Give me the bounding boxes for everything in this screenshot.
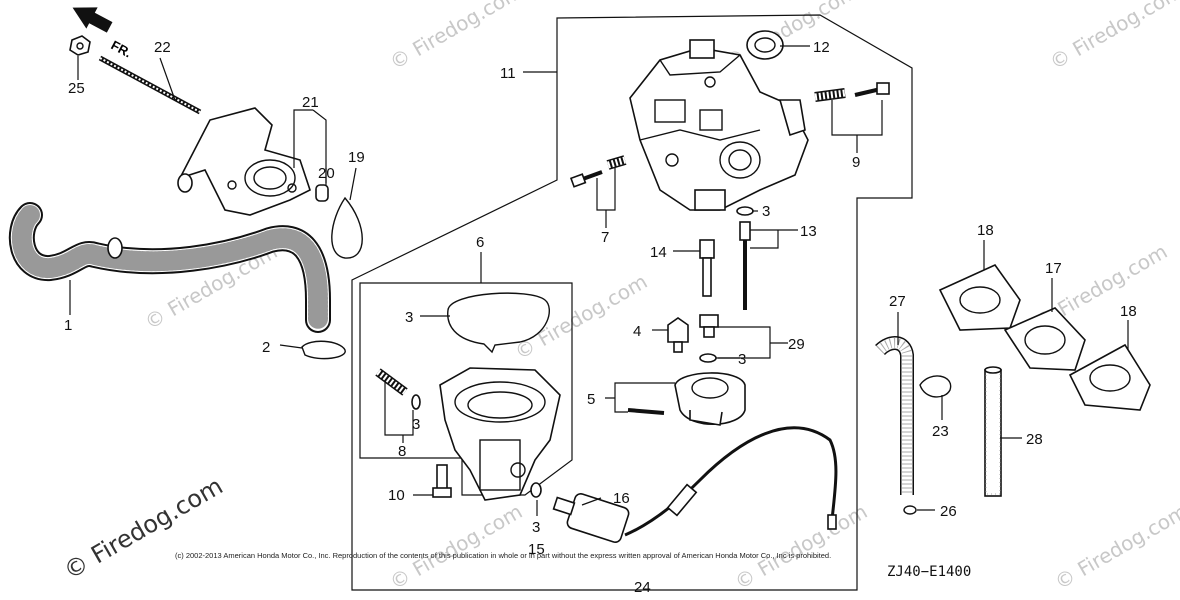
callout-13: 13 [800,223,817,240]
callout-17: 17 [1045,260,1062,277]
callout-3: 3 [738,351,746,368]
collar [315,184,329,202]
callout-19: 19 [348,149,365,166]
callout-12: 12 [813,39,830,56]
callout-3: 3 [405,309,413,326]
chamber-bolt [432,464,452,498]
watermark: © Firedog.com [386,0,527,74]
o-ring-gasket [331,196,363,259]
watermark: © Firedog.com [1046,0,1180,74]
callout-3: 3 [762,203,770,220]
washer [699,353,717,363]
callout-27: 27 [889,293,906,310]
intake-seal [746,30,784,60]
insulator-gasket [938,263,1021,331]
drain-screw [375,368,408,396]
callout-3: 3 [412,416,420,433]
main-nozzle [699,239,715,297]
callout-21: 21 [302,94,319,111]
callout-numbers: 1 2 3 3 3 3 3 4 5 6 7 8 9 10 11 12 13 14… [64,39,1137,596]
callout-10: 10 [388,487,405,504]
callout-18: 18 [977,222,994,239]
small-clip [903,505,917,515]
callout-5: 5 [587,391,595,408]
float-valve [667,317,689,353]
carburetor-assembly-outline [351,14,913,591]
copyright-notice: (c) 2002-2013 American Honda Motor Co., … [175,551,831,560]
callout-11: 11 [500,65,516,82]
callout-14: 14 [650,244,667,261]
callout-24: 24 [634,579,651,596]
watermark: © Firedog.com [1051,499,1180,594]
callout-8: 8 [398,443,406,460]
tube-clip [919,375,952,398]
callout-20: 20 [318,165,335,182]
callout-25: 25 [68,80,85,97]
callout-6: 6 [476,234,484,251]
washer [530,482,542,498]
callout-2: 2 [262,339,270,356]
callout-16: 16 [613,490,630,507]
callout-29: 29 [788,336,805,353]
jet-needle [739,221,751,310]
carburetor-insulator [1003,307,1086,371]
pilot-screw-set [569,155,627,188]
leader-lines [69,45,1129,516]
callout-9: 9 [852,154,860,171]
watermark: © Firedog.com [386,499,527,594]
diagram-code: ZJ40−E1400 [887,564,971,580]
float-assembly [627,372,746,426]
throttle-stop-screw-set [814,82,890,102]
hose-clamp [301,340,346,360]
callout-28: 28 [1026,431,1043,448]
callout-7: 7 [601,229,609,246]
stud-bolt [98,55,202,115]
watermark-corner: © Firedog.com [59,472,228,585]
float-chamber-gasket [447,292,550,354]
callout-15: 15 [528,541,545,558]
front-direction-label: FR. [109,37,135,60]
carburetor-body [629,39,809,211]
callout-22: 22 [154,39,171,56]
drain-tube [984,366,1002,497]
flange-nut [69,35,91,56]
float-chamber-group-outline [359,282,573,496]
insulator-gasket [1068,343,1151,411]
washer [736,206,754,216]
callout-1: 1 [64,317,72,334]
main-jet [699,314,719,338]
callout-3: 3 [532,519,540,536]
callout-4: 4 [633,323,641,340]
fuel-cut-solenoid [552,426,838,544]
washer [411,394,421,410]
callout-23: 23 [932,423,949,440]
air-intake-elbow [177,107,311,216]
watermark: © Firedog.com [731,499,872,594]
breather-tube [8,202,331,333]
callout-18: 18 [1120,303,1137,320]
float-chamber-body [439,367,561,501]
callout-26: 26 [940,503,957,520]
